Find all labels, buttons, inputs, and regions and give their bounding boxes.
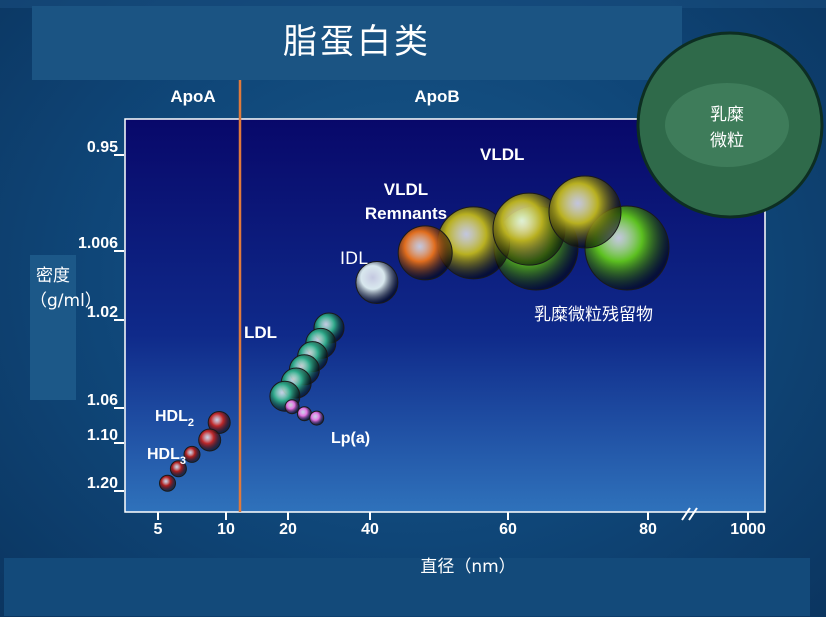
vldl-label: VLDL	[480, 145, 524, 164]
x-tick-label: 40	[361, 521, 379, 538]
apo-a-label: ApoA	[170, 87, 215, 106]
hdl3-point	[169, 460, 187, 478]
y-tick-label: 1.20	[87, 475, 118, 492]
x-tick-label: 1000	[730, 521, 766, 538]
hdl2-point	[207, 411, 231, 434]
top-band	[0, 0, 826, 8]
ldl-label: LDL	[244, 323, 277, 342]
chylomicron-label-line1: 乳糜	[710, 105, 744, 125]
x-axis-label: 直径（nm）	[420, 557, 515, 577]
vldl-point	[548, 175, 622, 249]
x-tick-label: 5	[154, 521, 163, 538]
x-tick-label: 80	[639, 521, 657, 538]
axis-break-mark	[681, 507, 691, 521]
x-tick-label: 20	[279, 521, 297, 538]
hdl3-label: HDL3	[147, 446, 186, 467]
vldl-remnants-label-line1: VLDL	[384, 180, 428, 199]
apo-b-label: ApoB	[414, 87, 459, 106]
y-tick-label: 0.95	[87, 139, 118, 156]
points-group	[159, 31, 824, 492]
x-tick-label: 10	[217, 521, 235, 538]
y-tick-label: 1.02	[87, 304, 118, 321]
chylomicron-remnants-label: 乳糜微粒残留物	[534, 305, 653, 325]
page-title: 脂蛋白类	[283, 22, 431, 62]
x-tick-label: 60	[499, 521, 517, 538]
lpa-label: Lp(a)	[331, 430, 370, 447]
bottom-bar	[4, 558, 810, 616]
axes-group: 0.95 1.006 1.02 1.06 1.10 1.20 5 10 20 40 60 80 1000…	[78, 139, 766, 577]
lp-a--point	[284, 399, 300, 415]
axis-break-mark	[688, 507, 698, 521]
hdl3-point	[183, 445, 201, 463]
hdl2-label: HDL2	[155, 408, 194, 429]
idl-point	[355, 261, 399, 304]
chylomicron-label-line2: 微粒	[710, 131, 744, 151]
lp-a--point	[309, 410, 325, 426]
y-tick-label: 1.06	[87, 392, 118, 409]
y-tick-label: 1.006	[78, 235, 118, 252]
y-tick-label: 1.10	[87, 427, 118, 444]
idl-label: IDL	[340, 249, 368, 269]
apo-divider-group: ApoA ApoB	[170, 80, 460, 512]
y-axis-label-box	[30, 255, 76, 400]
title-box	[32, 6, 682, 80]
vldl-remnants-point	[397, 225, 453, 281]
chylomicron-highlight	[665, 83, 789, 167]
hdl2-point	[198, 428, 222, 452]
hdl3-point	[159, 474, 177, 492]
vldl-remnants-label-line2: Remnants	[365, 204, 447, 223]
